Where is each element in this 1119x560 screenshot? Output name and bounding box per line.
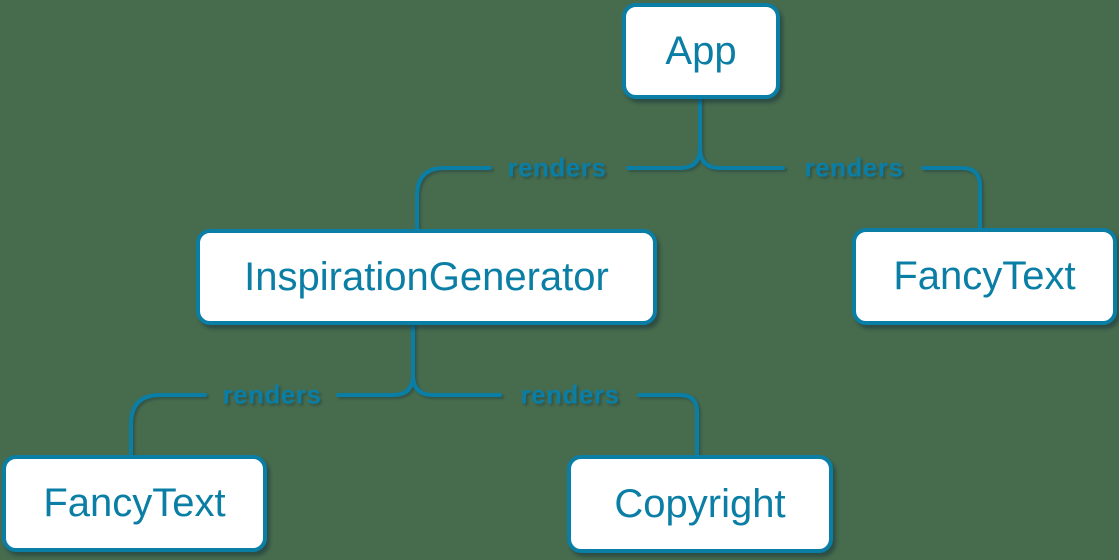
edge-inspiration-fancytext-fork-line [336, 323, 415, 397]
edge-inspiration-copyright-fork-line [411, 323, 502, 397]
edge-label-app-inspiration-renders: renders [507, 152, 607, 183]
node-app-label: App [665, 28, 737, 73]
edge-app-fancytext-drop-line [921, 166, 982, 230]
node-fancy-text-left-label: FancyText [43, 481, 226, 525]
edge-inspiration-copyright-drop-line [637, 393, 699, 457]
node-copyright-label: Copyright [614, 481, 786, 526]
node-fancy-text-right-label: FancyText [893, 254, 1076, 298]
node-fancy-text-right: FancyText [852, 228, 1117, 325]
edge-label-inspiration-fancytext-renders: renders [222, 379, 322, 410]
node-inspiration-generator: InspirationGenerator [196, 229, 657, 325]
node-fancy-text-left: FancyText [2, 455, 267, 552]
edge-app-inspiration-drop-line [415, 166, 492, 231]
edge-inspiration-fancytext-drop-line [129, 393, 207, 457]
node-app: App [622, 3, 780, 99]
edge-label-app-fancytext-renders: renders [804, 152, 904, 183]
edge-label-inspiration-copyright-renders: renders [520, 379, 620, 410]
edge-app-inspiration-fork-line [626, 97, 702, 170]
edge-app-fancytext-fork-line [698, 97, 785, 170]
node-inspiration-generator-label: InspirationGenerator [244, 254, 609, 299]
node-copyright: Copyright [567, 455, 833, 553]
